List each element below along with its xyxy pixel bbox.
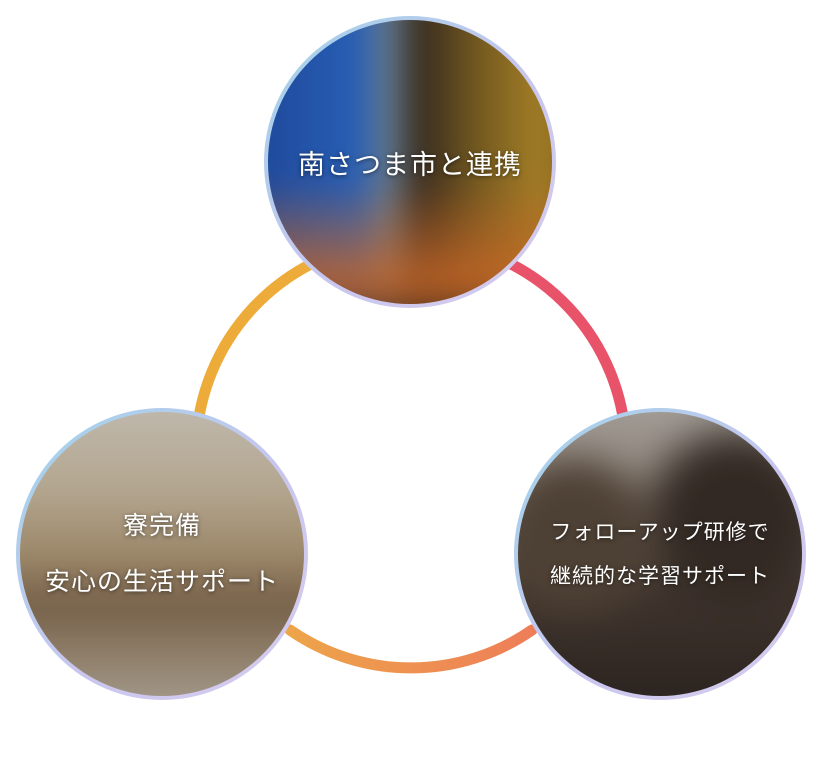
node-label-right-line1: フォローアップ研修で — [550, 520, 770, 544]
node-dormitory: 寮完備 安心の生活サポート — [12, 404, 312, 704]
node-label-top: 南さつま市と連携 — [298, 149, 522, 181]
node-label-right-line2: 継続的な学習サポート — [550, 564, 770, 588]
node-minamisatsuma: 南さつま市と連携 — [260, 12, 560, 312]
node-label-left-line2: 安心の生活サポート — [44, 567, 279, 596]
node-followup-training: フォローアップ研修で 継続的な学習サポート — [510, 404, 810, 704]
node-photo-people: フォローアップ研修で 継続的な学習サポート — [518, 412, 802, 696]
node-photo-bridge: 南さつま市と連携 — [268, 20, 552, 304]
node-label-left-line1: 寮完備 — [122, 511, 201, 540]
cycle-arc-bottom — [284, 624, 538, 674]
node-photo-dorm: 寮完備 安心の生活サポート — [20, 412, 304, 696]
